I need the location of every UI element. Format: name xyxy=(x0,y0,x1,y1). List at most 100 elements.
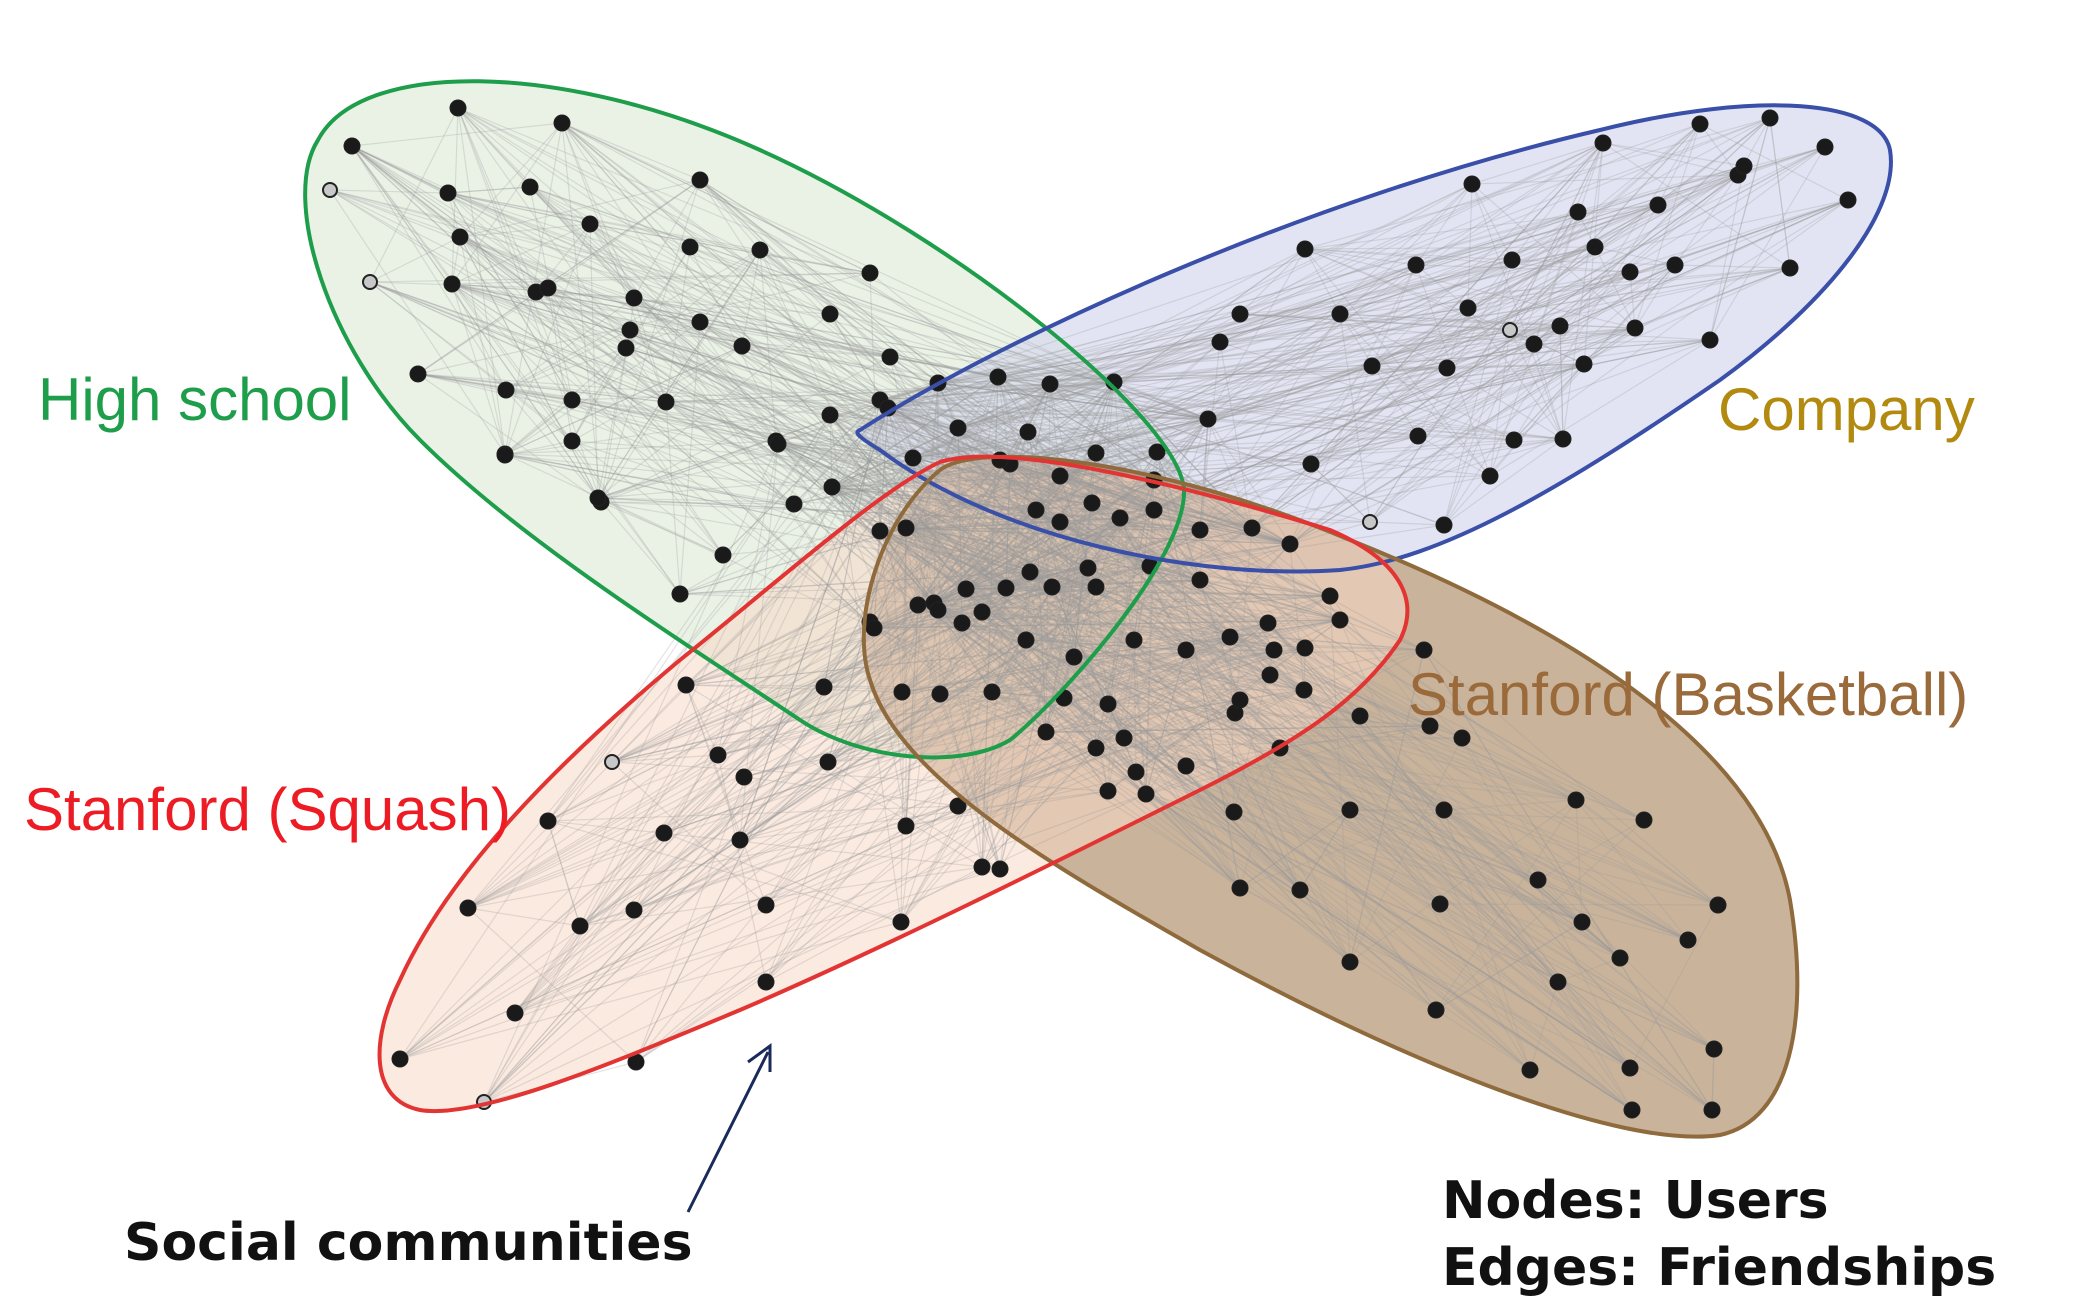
friendship-edge xyxy=(561,122,871,274)
friendship-edge xyxy=(685,451,1158,686)
friendship-edge xyxy=(1145,793,1633,1111)
friendship-edge xyxy=(561,122,959,429)
friendship-edge xyxy=(1025,639,1445,811)
friendship-edge xyxy=(1059,264,1417,477)
friendship-edge xyxy=(1025,619,1341,641)
user-node xyxy=(1705,1040,1723,1058)
friendship-edge xyxy=(1045,567,1089,733)
friendship-edge xyxy=(829,414,1137,773)
friendship-edge xyxy=(483,457,914,1103)
friendship-edge xyxy=(467,907,637,1063)
friendship-edge xyxy=(1095,747,1147,795)
friendship-edge xyxy=(1199,579,1559,983)
friendship-edge xyxy=(1239,887,1631,1069)
friendship-edge xyxy=(1087,567,1577,801)
user-node xyxy=(1435,801,1453,819)
friendship-edge xyxy=(1073,656,1715,1050)
friendship-edge xyxy=(1207,183,1473,420)
friendship-edge xyxy=(1059,475,1305,691)
friendship-edge xyxy=(879,530,1577,801)
friendship-edge xyxy=(981,475,1061,613)
friendship-edge xyxy=(831,365,1373,488)
friendship-edge xyxy=(1533,165,1745,345)
friendship-edge xyxy=(1009,463,1155,511)
friendship-edge xyxy=(663,649,1187,834)
user-node xyxy=(983,683,1001,701)
friendship-edge xyxy=(1045,725,1431,733)
user-node xyxy=(751,241,769,259)
friendship-edge xyxy=(1303,689,1689,941)
friendship-edge xyxy=(912,427,959,459)
user-node xyxy=(1295,681,1313,699)
user-node xyxy=(1409,427,1427,445)
friendship-edge xyxy=(829,414,1109,705)
friendship-edge xyxy=(937,367,1448,384)
friendship-edge xyxy=(1149,565,1341,621)
friendship-edge xyxy=(1339,313,1371,523)
friendship-edge xyxy=(1303,689,1621,959)
friendship-edge xyxy=(823,399,881,688)
friendship-edge xyxy=(879,530,1075,658)
friendship-edge xyxy=(1349,799,1577,963)
friendship-edge xyxy=(547,543,1291,822)
friendship-edge xyxy=(1073,649,1425,658)
friendship-edge xyxy=(451,283,1061,523)
friendship-edge xyxy=(561,122,1051,385)
friendship-edge xyxy=(633,297,875,629)
friendship-edge xyxy=(912,183,1473,459)
friendship-edge xyxy=(679,463,1011,595)
friendship-edge xyxy=(879,339,1711,401)
user-node xyxy=(823,478,841,496)
friendship-edge xyxy=(1051,586,1187,651)
friendship-edge xyxy=(1251,438,1564,529)
friendship-edge xyxy=(329,189,449,194)
user-node xyxy=(449,99,467,117)
friendship-edge xyxy=(483,399,881,1103)
friendship-edge xyxy=(1027,431,1201,581)
friendship-edge xyxy=(369,281,667,403)
friendship-edge xyxy=(1229,636,1351,811)
friendship-edge xyxy=(981,747,1097,868)
friendship-edge xyxy=(917,517,1121,606)
friendship-edge xyxy=(759,249,919,606)
friendship-edge xyxy=(1113,325,1561,383)
friendship-edge xyxy=(679,527,907,595)
friendship-edge xyxy=(1027,431,1441,905)
friendship-edge xyxy=(889,356,999,378)
friendship-edge xyxy=(933,602,1275,651)
friendship-edge xyxy=(1156,451,1241,889)
friendship-edge xyxy=(514,586,1097,1014)
friendship-edge xyxy=(633,297,907,529)
friendship-edge xyxy=(351,145,743,347)
friendship-edge xyxy=(981,611,1187,651)
friendship-edge xyxy=(879,165,1745,401)
friendship-edge xyxy=(831,376,999,488)
user-node xyxy=(931,685,949,703)
friendship-edge xyxy=(447,192,591,225)
friendship-edge xyxy=(937,609,1559,983)
friendship-edge xyxy=(1025,639,1187,651)
friendship-edge xyxy=(879,271,1631,532)
friendship-edge xyxy=(417,373,667,403)
friendship-edge xyxy=(1073,452,1097,658)
friendship-edge xyxy=(1027,431,1075,658)
friendship-edge xyxy=(981,567,1089,613)
friendship-edge xyxy=(879,123,1701,401)
friendship-edge xyxy=(997,376,1515,441)
friendship-edge xyxy=(597,329,631,499)
friendship-edge xyxy=(1073,543,1291,658)
friendship-edge xyxy=(873,407,889,629)
friendship-edge xyxy=(939,693,1001,870)
friendship-edge xyxy=(1119,517,1645,821)
friendship-edge xyxy=(1051,586,1109,705)
friendship-edge xyxy=(873,627,1241,889)
friendship-edge xyxy=(1005,502,1093,589)
friendship-edge xyxy=(1153,479,1559,983)
friendship-edge xyxy=(399,586,1053,1060)
friendship-edge xyxy=(1371,325,1561,367)
friendship-edge xyxy=(991,647,1306,693)
friendship-edge xyxy=(1027,431,1075,658)
friendship-edge xyxy=(1602,142,1791,269)
friendship-edge xyxy=(611,656,1075,763)
friendship-edge xyxy=(633,297,999,378)
